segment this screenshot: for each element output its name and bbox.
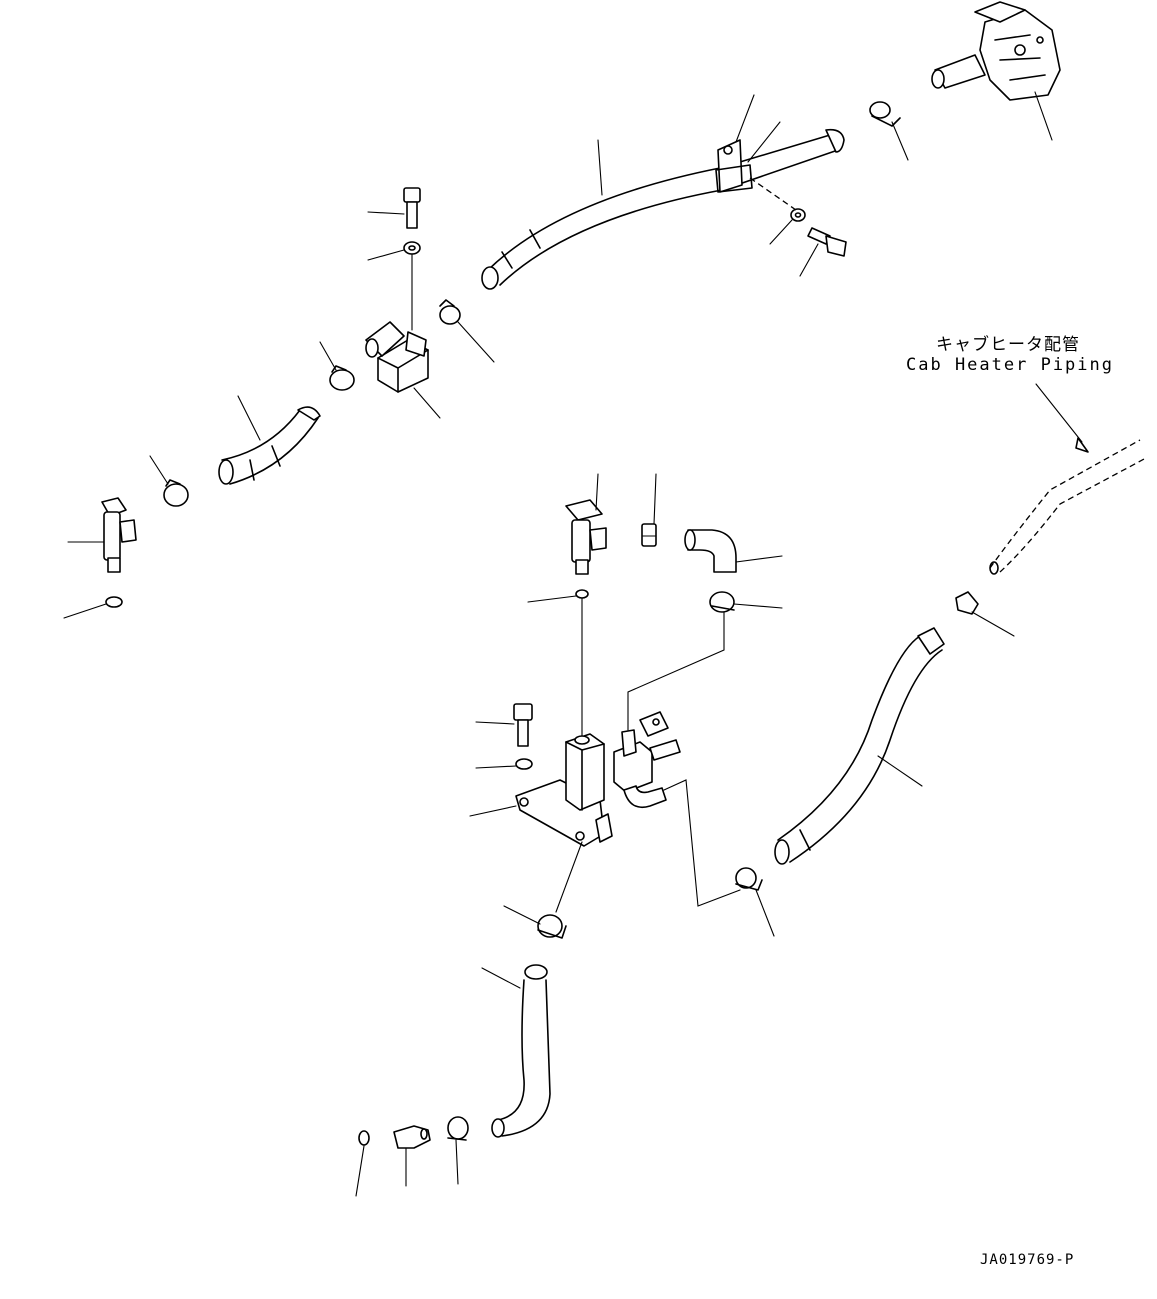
upper-long-hose xyxy=(481,128,845,290)
callout-label-english: Cab Heater Piping xyxy=(906,355,1114,375)
nut-right xyxy=(955,591,1015,637)
o-ring-left xyxy=(63,596,123,619)
washer-upper-left xyxy=(367,241,421,331)
o-ring-bottom xyxy=(355,1130,370,1197)
lower-s-hose xyxy=(481,964,551,1138)
right-long-hose xyxy=(774,627,945,865)
callout-label-japanese: キャブヒータ配管 xyxy=(936,335,1080,355)
hose-clamp-lower-left xyxy=(503,905,567,939)
hose-clamp-left xyxy=(149,455,189,507)
bolt-center xyxy=(475,703,533,747)
hose-clamp-center-right xyxy=(627,591,783,731)
hose-clamp-upper-middle xyxy=(439,299,495,363)
hose-clamp-lower-right xyxy=(735,867,775,937)
drain-cock-center xyxy=(565,473,607,575)
bolt-right xyxy=(799,227,847,277)
sleeve-center xyxy=(641,473,657,547)
heater-unit-top-right xyxy=(931,1,1061,141)
document-code: JA019769-P xyxy=(980,1252,1075,1268)
hose-clamp-upper-left xyxy=(319,341,355,391)
elbow-hose xyxy=(684,529,783,573)
bolt-upper-left xyxy=(367,187,421,229)
cab-heater-piping-reference xyxy=(989,383,1147,575)
hose-clamp-top-right xyxy=(869,101,909,161)
valve-block-upper xyxy=(365,321,441,419)
drain-cock-left xyxy=(67,497,137,573)
left-short-hose xyxy=(218,395,321,485)
washer-center xyxy=(475,758,533,770)
water-valve-assembly xyxy=(469,711,741,913)
fitting-bottom xyxy=(393,1125,431,1187)
hose-clamp-bottom xyxy=(447,1116,469,1185)
washer-right xyxy=(749,177,806,245)
hose-mount-clip xyxy=(715,94,781,193)
o-ring-center xyxy=(527,589,589,741)
